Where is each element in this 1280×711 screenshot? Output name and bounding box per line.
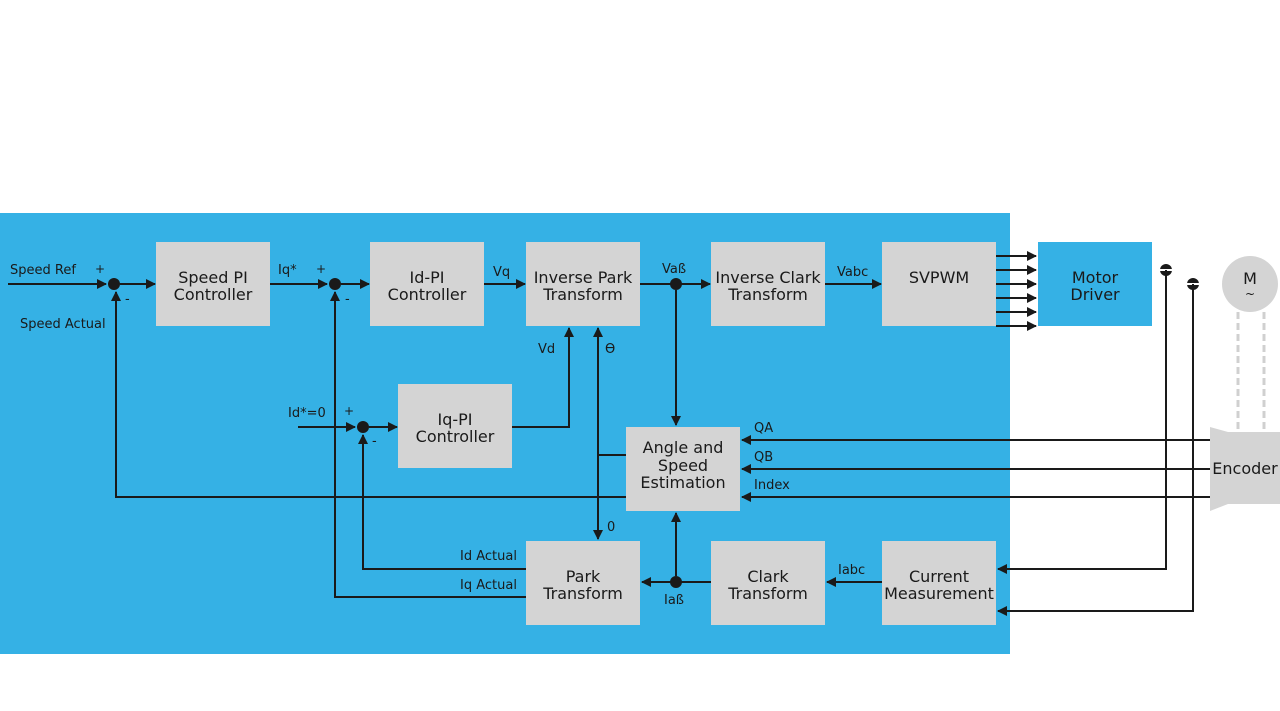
vd-line bbox=[512, 327, 574, 428]
motor-driver-label-2: Driver bbox=[1070, 285, 1120, 304]
park-label-2: Transform bbox=[542, 584, 623, 603]
speed-ref-label: Speed Ref bbox=[10, 263, 76, 278]
clark-label-2: Transform bbox=[727, 584, 808, 603]
iq-pi-controller-block: Iq-PI Controller bbox=[398, 384, 512, 468]
motor-driver-label-1: Motor bbox=[1072, 268, 1119, 287]
qb-label: QB bbox=[754, 450, 773, 465]
inverse-clark-block: Inverse Clark Transform bbox=[711, 242, 825, 326]
clark-label-1: Clark bbox=[747, 567, 789, 586]
current-measurement-label-2: Measurement bbox=[884, 584, 994, 603]
iq-pi-label-1: Iq-PI bbox=[437, 410, 472, 429]
encoder-label: Encoder bbox=[1212, 459, 1278, 478]
inverse-park-label-1: Inverse Park bbox=[534, 268, 633, 287]
iq-actual-feedback-line bbox=[330, 291, 526, 598]
iq-minus-sign: - bbox=[372, 434, 377, 449]
motor-icon: M ~ bbox=[1222, 256, 1278, 312]
encoder-block: Encoder bbox=[1210, 427, 1280, 511]
id-summing-junction bbox=[329, 278, 341, 290]
iq-actual-label: Iq Actual bbox=[460, 578, 517, 593]
iq-star-label: Iq* bbox=[278, 263, 297, 278]
iq-summing-junction bbox=[357, 421, 369, 433]
qa-label: QA bbox=[754, 421, 773, 436]
speed-plus-sign: + bbox=[95, 262, 105, 276]
svpwm-label: SVPWM bbox=[909, 268, 969, 287]
vabc-label: Vabc bbox=[837, 265, 868, 280]
park-label-1: Park bbox=[566, 567, 601, 586]
iq-pi-label-2: Controller bbox=[416, 427, 495, 446]
current-measurement-label-1: Current bbox=[909, 567, 969, 586]
ia-beta-label: Iaß bbox=[664, 593, 684, 608]
motor-label: M bbox=[1243, 269, 1257, 288]
motor-symbol: ~ bbox=[1245, 287, 1255, 301]
id-pi-controller-block: Id-PI Controller bbox=[370, 242, 484, 326]
va-beta-label: Vaß bbox=[662, 262, 686, 277]
current-measurement-block: Current Measurement bbox=[882, 541, 996, 625]
speed-actual-feedback-line bbox=[111, 291, 626, 498]
zero-label: 0 bbox=[607, 520, 615, 535]
angle-speed-estimation-block: Angle and Speed Estimation bbox=[626, 427, 740, 511]
clark-transform-block: Clark Transform bbox=[711, 541, 825, 625]
vq-label: Vq bbox=[493, 265, 510, 280]
speed-pi-controller-block: Speed PI Controller bbox=[156, 242, 270, 326]
speed-pi-label-2: Controller bbox=[174, 285, 253, 304]
speed-pi-label-1: Speed PI bbox=[178, 268, 248, 287]
speed-minus-sign: - bbox=[125, 292, 130, 307]
index-label: Index bbox=[754, 478, 790, 493]
vd-label: Vd bbox=[538, 342, 555, 357]
iq-plus-sign: + bbox=[344, 404, 354, 418]
id-star-label: Id*=0 bbox=[288, 406, 326, 421]
angle-speed-label-1: Angle and bbox=[643, 438, 724, 457]
angle-speed-label-2: Speed bbox=[658, 456, 708, 475]
id-plus-sign: + bbox=[316, 262, 326, 276]
id-pi-label-2: Controller bbox=[388, 285, 467, 304]
id-actual-label: Id Actual bbox=[460, 549, 517, 564]
inverse-park-block: Inverse Park Transform bbox=[526, 242, 640, 326]
angle-speed-label-3: Estimation bbox=[640, 473, 725, 492]
inverse-park-label-2: Transform bbox=[542, 285, 623, 304]
inverse-clark-label-2: Transform bbox=[727, 285, 808, 304]
phase-current-tap-2 bbox=[997, 284, 1194, 616]
inverse-clark-label-1: Inverse Clark bbox=[715, 268, 821, 287]
iabc-label: Iabc bbox=[838, 563, 865, 578]
phase-current-tap-1 bbox=[997, 270, 1167, 574]
speed-actual-label: Speed Actual bbox=[20, 317, 106, 332]
park-transform-block: Park Transform bbox=[526, 541, 640, 625]
motor-driver-block: Motor Driver bbox=[1038, 242, 1152, 326]
speed-summing-junction bbox=[108, 278, 120, 290]
id-pi-label-1: Id-PI bbox=[409, 268, 444, 287]
theta-label: Ө bbox=[605, 342, 615, 357]
id-minus-sign: - bbox=[345, 292, 350, 307]
id-actual-feedback-line bbox=[358, 434, 526, 570]
motor-phase-lines bbox=[1152, 269, 1222, 299]
svpwm-block: SVPWM bbox=[882, 242, 996, 326]
pwm-lines bbox=[996, 251, 1037, 331]
